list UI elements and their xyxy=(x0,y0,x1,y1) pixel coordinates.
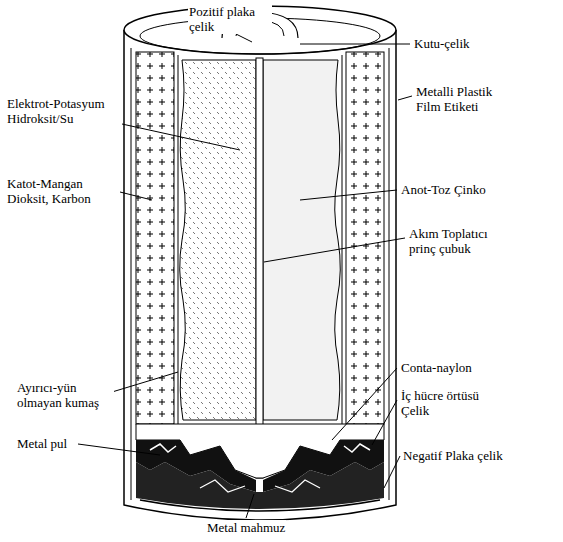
part-label: Kutu-çelik xyxy=(413,36,471,51)
part-label: Negatif Plaka çelik xyxy=(402,448,504,463)
part-label: Metalli Plastik Film Etiketi xyxy=(415,84,519,114)
part-label: Metal pul xyxy=(16,436,68,451)
part-label: Ayırıcı-yün olmayan kumaş xyxy=(16,380,114,410)
part-label: Katot-Mangan Dioksit, Karbon xyxy=(6,176,120,206)
part-label: Anot-Toz Çinko xyxy=(400,182,487,197)
part-label: Conta-naylon xyxy=(400,360,473,375)
leader-lines xyxy=(78,34,412,518)
part-label: Pozitif plaka çelik xyxy=(188,4,272,34)
part-label: Metal mahmuz xyxy=(206,520,286,535)
part-label: Akım Toplatıcı prinç çubuk xyxy=(408,226,514,256)
part-label: İç hücre örtüsü Çelik xyxy=(400,388,510,418)
part-label: Elektrot-Potasyum Hidroksit/Su xyxy=(6,96,122,126)
